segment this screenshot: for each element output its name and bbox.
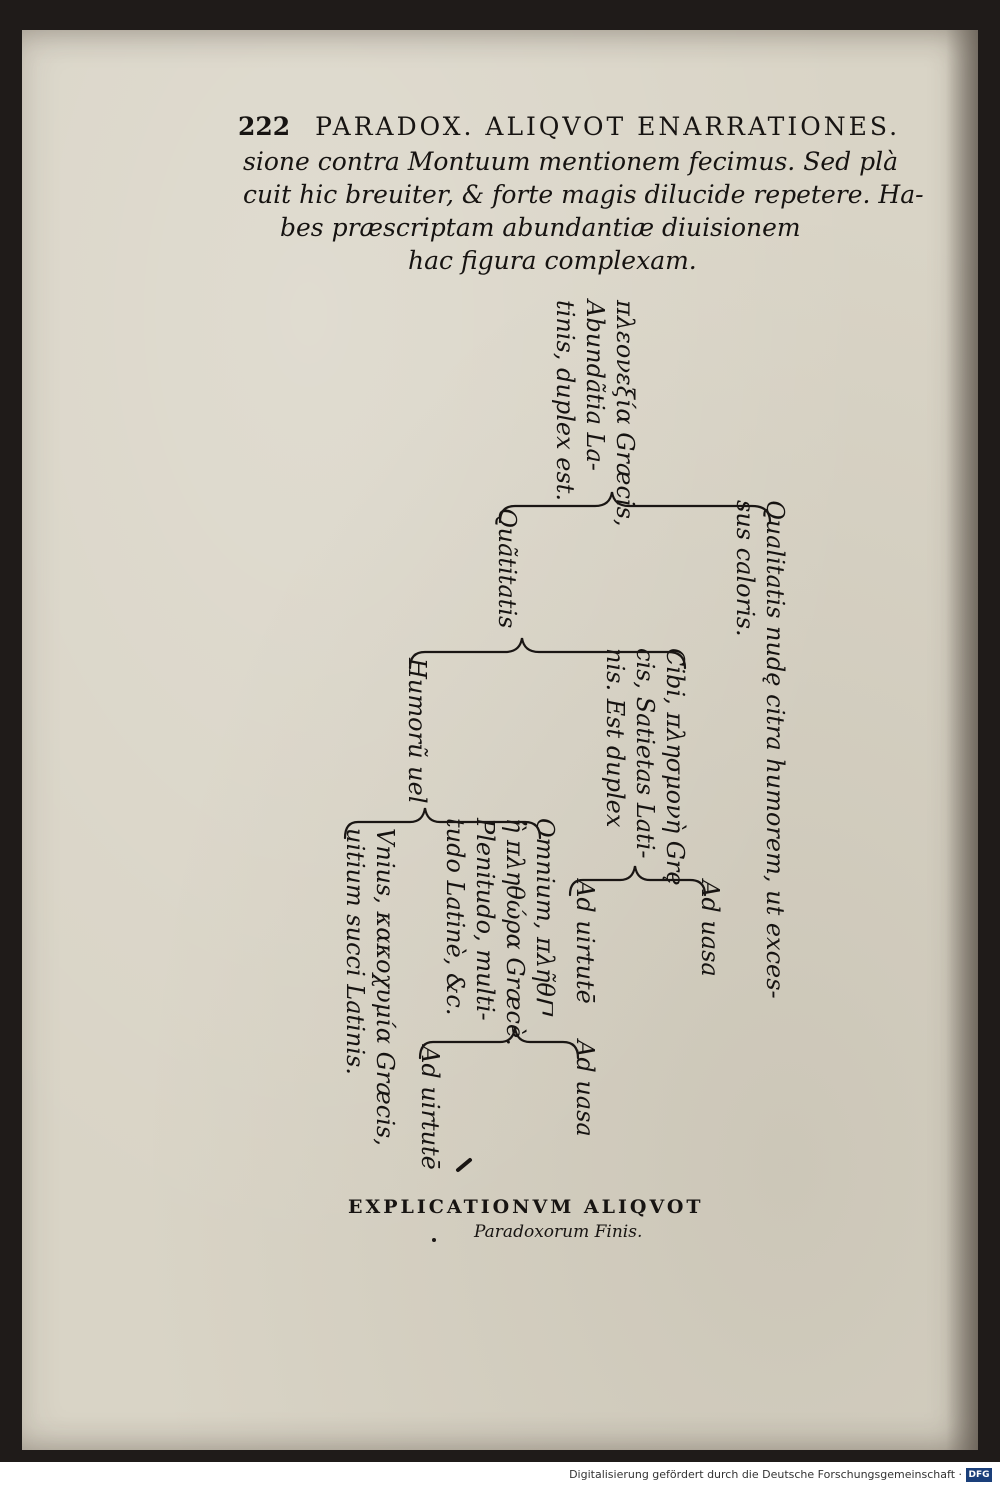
brace-humorum xyxy=(343,807,542,840)
ink-mark xyxy=(456,1158,472,1172)
digitization-credit-bar: Digitalisierung gefördert durch die Deut… xyxy=(0,1462,1000,1490)
body-line-2: cuit hic breuiter, & forte magis dilucid… xyxy=(243,180,924,209)
page-number: 222 xyxy=(238,112,291,141)
brace-quantitatis xyxy=(408,637,687,670)
brace-root xyxy=(498,491,772,524)
colophon-title: EXPLICATIONVM ALIQVOT xyxy=(348,1196,704,1218)
dfg-logo: DFG xyxy=(966,1468,992,1482)
credit-text: Digitalisierung gefördert durch die Deut… xyxy=(569,1468,962,1481)
body-line-1: sione contra Montuum mentionem fecimus. … xyxy=(243,147,898,176)
brace-omnium xyxy=(418,1027,580,1060)
running-title: PARADOX. ALIQVOT ENARRATIONES. xyxy=(315,112,901,141)
page-gutter-shadow xyxy=(946,30,978,1450)
body-line-3: bes præscriptam abundantiæ diuisionem xyxy=(280,213,801,242)
body-line-4: hac figura complexam. xyxy=(408,246,697,275)
brace-cibi xyxy=(568,865,707,897)
ornament-dot xyxy=(432,1238,436,1242)
colophon-subtitle: Paradoxorum Finis. xyxy=(474,1222,643,1242)
book-page xyxy=(22,30,978,1450)
running-header: 222 PARADOX. ALIQVOT ENARRATIONES. xyxy=(238,112,900,141)
